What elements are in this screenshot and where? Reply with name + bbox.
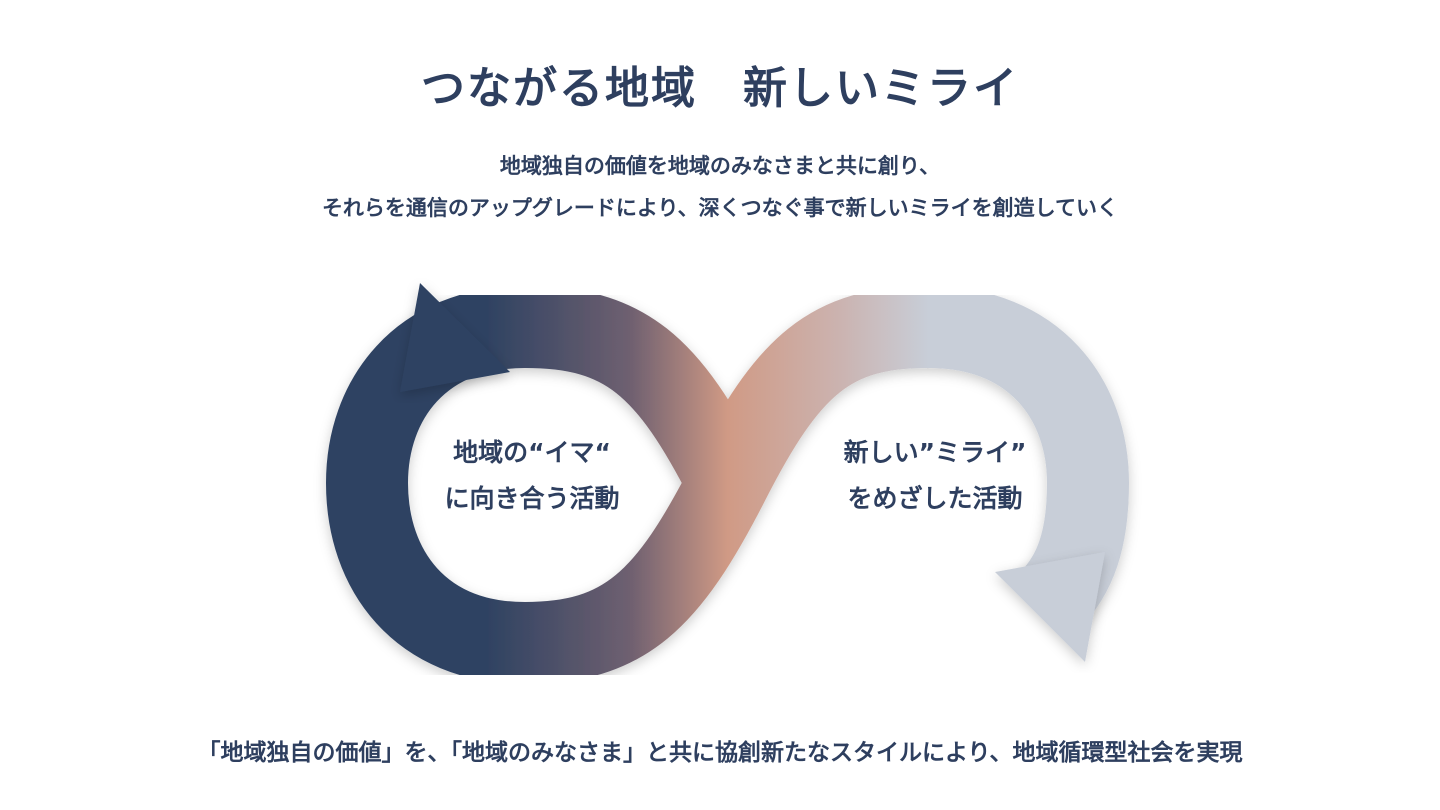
right-loop-label: 新しい”ミライ” をめざした活動 — [805, 430, 1065, 522]
arrowhead-right-icon — [995, 552, 1105, 662]
arrowhead-left-icon — [400, 283, 510, 392]
left-loop-line-2: に向き合う活動 — [444, 484, 620, 513]
subtitle-line-1: 地域独自の価値を地域のみなさまと共に創り、 — [499, 154, 941, 178]
subtitle-line-2: それらを通信のアップグレードにより、深くつなぐ事で新しいミライを創造していく — [321, 196, 1119, 220]
left-loop-label: 地域の“イマ“ に向き合う活動 — [402, 430, 662, 522]
footer-statement: 「地域独自の価値」を、「地域のみなさま」と共に協創新たなスタイルにより、地域循環… — [197, 740, 1243, 766]
right-loop-line-2: をめざした活動 — [847, 484, 1023, 513]
infinity-band — [325, 285, 1130, 685]
right-loop-line-1: 新しい”ミライ” — [843, 438, 1027, 467]
page-title: つながる地域 新しいミライ — [421, 63, 1019, 114]
left-loop-line-1: 地域の“イマ“ — [453, 438, 611, 467]
